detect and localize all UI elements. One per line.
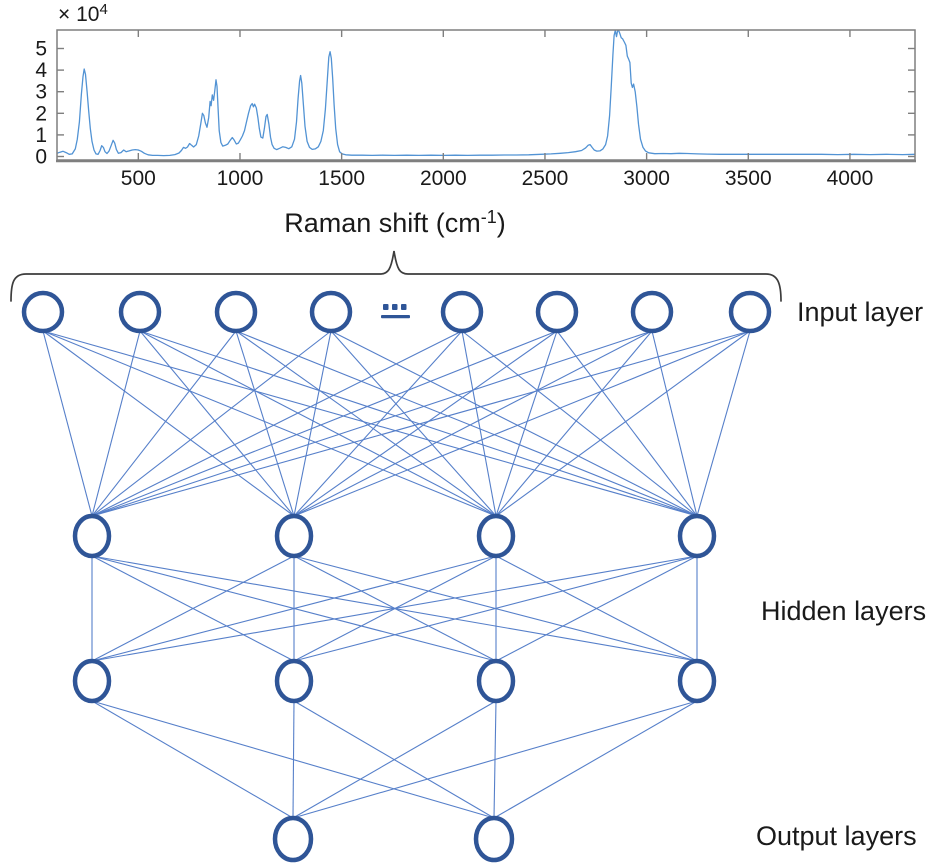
edge-hidden1-hidden2	[91, 555, 497, 662]
x-tick-label: 3500	[725, 167, 772, 190]
edge-input-hidden1	[91, 330, 141, 517]
edge-input-hidden1	[91, 330, 751, 517]
edge-input-hidden1	[235, 330, 698, 517]
edge-input-hidden1	[139, 330, 295, 517]
input-node	[21, 290, 65, 334]
chart-frame	[56, 29, 916, 161]
edge-input-hidden1	[42, 330, 497, 517]
edge-input-hidden1	[235, 330, 295, 517]
edge-input-hidden1	[42, 330, 698, 517]
raman-shift-label-superscript: -1	[480, 207, 497, 227]
input-node	[630, 290, 674, 334]
x-tick-label: 1500	[318, 167, 365, 190]
hidden-node	[677, 513, 717, 559]
raman-shift-label: Raman shift (cm-1)	[235, 207, 555, 239]
x-tick-label: 1000	[217, 167, 264, 190]
hidden-node	[274, 658, 314, 704]
y-tick-label: 5	[35, 38, 47, 61]
edge-input-hidden1	[91, 330, 332, 517]
hidden-node	[72, 658, 112, 704]
edge-hidden2-output	[292, 700, 497, 819]
y-tick-label: 2	[35, 102, 47, 125]
ellipsis-underline	[381, 315, 410, 319]
input-layer-label: Input layer	[797, 297, 924, 327]
ellipsis-dot	[401, 304, 407, 310]
raman-shift-label-suffix: )	[496, 208, 506, 238]
ellipsis-dot	[383, 304, 389, 310]
input-node	[440, 290, 484, 334]
edge-input-hidden1	[42, 330, 93, 517]
edge-input-hidden1	[91, 330, 653, 517]
input-node	[214, 290, 258, 334]
edge-hidden2-output	[292, 700, 698, 819]
edge-input-hidden1	[91, 330, 558, 517]
edge-input-hidden1	[42, 330, 295, 517]
output-node	[272, 815, 314, 863]
hidden-layers-label: Hidden layers	[761, 596, 927, 626]
output-node	[473, 815, 515, 863]
y-axis-multiplier: × 104	[58, 1, 108, 26]
output-layers-label: Output layers	[756, 821, 917, 851]
edge-input-hidden1	[556, 330, 698, 517]
x-tick-label: 4000	[827, 167, 874, 190]
edge-input-hidden1	[293, 330, 653, 517]
edge-input-hidden1	[293, 330, 332, 517]
edge-input-hidden1	[461, 330, 698, 517]
edge-input-hidden1	[495, 330, 558, 517]
x-tick-label: 500	[121, 167, 156, 190]
hidden-node	[274, 513, 314, 559]
y-tick-label: 0	[35, 146, 47, 169]
brace	[10, 250, 782, 302]
edge-input-hidden1	[461, 330, 497, 517]
input-node	[728, 290, 772, 334]
edge-hidden1-hidden2	[91, 555, 698, 662]
input-node	[309, 290, 353, 334]
edge-hidden2-output	[493, 700, 698, 819]
edge-input-hidden1	[139, 330, 698, 517]
edge-input-hidden1	[495, 330, 653, 517]
edge-input-hidden1	[235, 330, 497, 517]
edge-input-hidden1	[91, 330, 463, 517]
hidden-node	[476, 658, 516, 704]
x-tick-label: 2500	[522, 167, 569, 190]
raman-shift-label-text: Raman shift (cm	[284, 208, 481, 238]
edge-input-hidden1	[330, 330, 497, 517]
hidden-node	[677, 658, 717, 704]
edge-input-hidden1	[696, 330, 751, 517]
ellipsis-dot	[392, 304, 398, 310]
ellipsis-icon	[381, 304, 410, 319]
y-tick-label: 1	[35, 124, 47, 147]
spectrum-line	[57, 30, 915, 157]
edge-input-hidden1	[495, 330, 751, 517]
edge-input-hidden1	[293, 330, 558, 517]
edge-input-hidden1	[91, 330, 237, 517]
y-axis-multiplier-exponent: 4	[99, 1, 107, 18]
edge-hidden2-output	[91, 700, 294, 819]
edge-hidden1-hidden2	[495, 555, 698, 662]
edge-input-hidden1	[139, 330, 497, 517]
edge-hidden1-hidden2	[293, 555, 698, 662]
edge-hidden1-hidden2	[91, 555, 295, 662]
x-tick-label: 2000	[420, 167, 467, 190]
input-node	[535, 290, 579, 334]
y-tick-label: 3	[35, 81, 47, 104]
edge-layer	[42, 330, 751, 819]
edge-input-hidden1	[330, 330, 698, 517]
edge-input-hidden1	[293, 330, 463, 517]
x-tick-label: 3000	[623, 167, 670, 190]
hidden-node	[476, 513, 516, 559]
input-node	[118, 290, 162, 334]
edge-hidden2-output	[292, 700, 295, 819]
hidden-node	[72, 513, 112, 559]
y-tick-label: 4	[35, 59, 47, 82]
edge-input-hidden1	[293, 330, 751, 517]
edge-input-hidden1	[651, 330, 698, 517]
